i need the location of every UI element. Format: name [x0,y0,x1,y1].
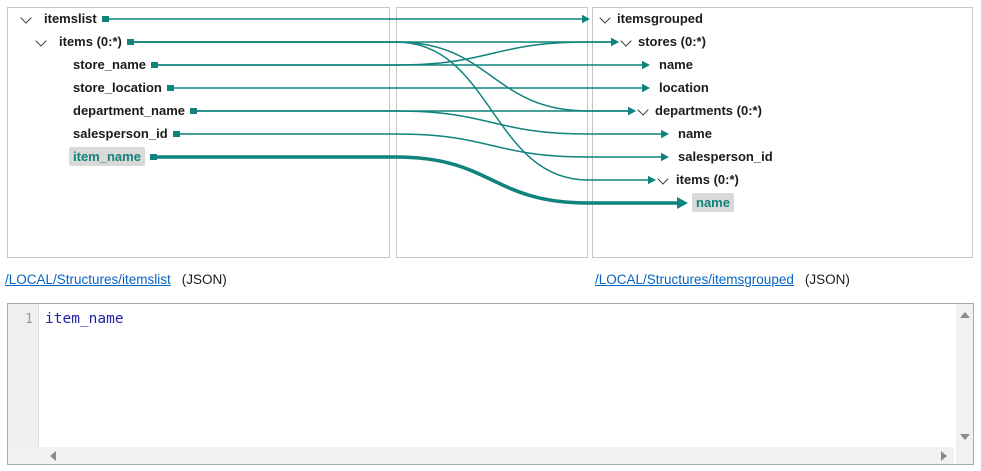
mapping-arrowhead-icon [677,197,688,209]
target-node-name-row[interactable]: name [678,124,712,144]
scroll-left-button[interactable] [44,447,61,464]
target-node-label: salesperson_id [678,149,773,164]
scroll-down-button[interactable] [956,428,973,445]
source-node-label: item_name [69,147,145,166]
mapping-line[interactable] [174,83,650,93]
target-node-label: itemsgrouped [617,11,703,26]
mapping-arrowhead-icon [661,129,669,139]
target-node-departments-0-row[interactable]: departments (0:*) [655,101,762,121]
target-node-label: name [659,57,693,72]
mapping-arrowhead-icon [642,83,650,93]
target-node-salesperson-id-row[interactable]: salesperson_id [678,147,773,167]
horizontal-scrollbar[interactable] [8,447,954,464]
source-connector-stub [151,62,158,68]
target-node-stores-0-row[interactable]: stores (0:*) [638,32,706,52]
source-node-label: department_name [73,103,185,118]
target-node-label: stores (0:*) [638,34,706,49]
source-node-label: salesperson_id [73,126,168,141]
line-number: 1 [25,312,33,327]
target-node-label: location [659,80,709,95]
mapping-line[interactable] [158,60,650,70]
mapping-line[interactable] [180,133,669,162]
target-node-location-row[interactable]: location [659,78,709,98]
source-node-items-0-row[interactable]: items (0:*) [59,32,122,52]
target-node-label: departments (0:*) [655,103,762,118]
mapping-line[interactable] [197,110,669,139]
code-area[interactable]: item_name [39,304,940,447]
source-tree-panel [7,7,390,258]
target-node-label: name [692,193,734,212]
target-structure-link-row: /LOCAL/Structures/itemsgrouped (JSON) [595,272,850,287]
source-node-store-name-row[interactable]: store_name [73,55,146,75]
editor-gutter: 1 [8,304,39,447]
source-format-label: (JSON) [181,272,227,287]
source-node-itemslist-row[interactable]: itemslist [44,9,97,29]
source-connector-stub [150,154,157,160]
source-node-store-location-row[interactable]: store_location [73,78,162,98]
mapping-arrowhead-icon [648,175,656,185]
target-format-label: (JSON) [804,272,850,287]
source-structure-link-row: /LOCAL/Structures/itemslist (JSON) [5,272,227,287]
code-line[interactable]: item_name [45,311,124,327]
source-node-salesperson-id-row[interactable]: salesperson_id [73,124,168,144]
target-node-name-row[interactable]: name [659,55,693,75]
scrollbar-corner [956,447,973,464]
mapping-arrowhead-icon [611,37,619,47]
mapping-line[interactable] [157,155,688,209]
mapping-arrowhead-icon [582,14,590,24]
target-node-label: name [678,126,712,141]
source-connector-stub [190,108,197,114]
mapping-line[interactable] [134,41,656,185]
mapping-line[interactable] [134,41,636,116]
target-node-label: items (0:*) [676,172,739,187]
scroll-right-button[interactable] [935,447,952,464]
source-connector-stub [167,85,174,91]
mapping-arrowhead-icon [642,60,650,70]
scroll-up-button[interactable] [956,306,973,323]
source-connector-stub [173,131,180,137]
scroll-left-icon [49,450,56,461]
target-tree-panel [592,7,973,258]
expression-editor: 1 item_name [7,303,974,465]
target-node-name-row[interactable]: name [692,193,734,213]
source-node-label: items (0:*) [59,34,122,49]
vertical-scrollbar[interactable] [956,304,973,447]
target-node-items-0-row[interactable]: items (0:*) [676,170,739,190]
source-structure-link[interactable]: /LOCAL/Structures/itemslist [5,272,171,287]
source-node-label: store_location [73,80,162,95]
target-node-itemsgrouped-row[interactable]: itemsgrouped [617,9,703,29]
mapping-line[interactable] [109,14,590,24]
scroll-down-icon [959,433,970,440]
target-structure-link[interactable]: /LOCAL/Structures/itemsgrouped [595,272,794,287]
source-connector-stub [127,39,134,45]
scroll-up-icon [959,311,970,318]
source-connector-stub [102,16,109,22]
source-node-label: itemslist [44,11,97,26]
source-node-department-name-row[interactable]: department_name [73,101,185,121]
source-node-label: store_name [73,57,146,72]
mapping-arrowhead-icon [661,152,669,162]
mapping-arrowhead-icon [628,106,636,116]
scroll-right-icon [940,450,947,461]
mapping-lines-layer [102,14,688,209]
source-node-item-name-row[interactable]: item_name [69,147,145,167]
